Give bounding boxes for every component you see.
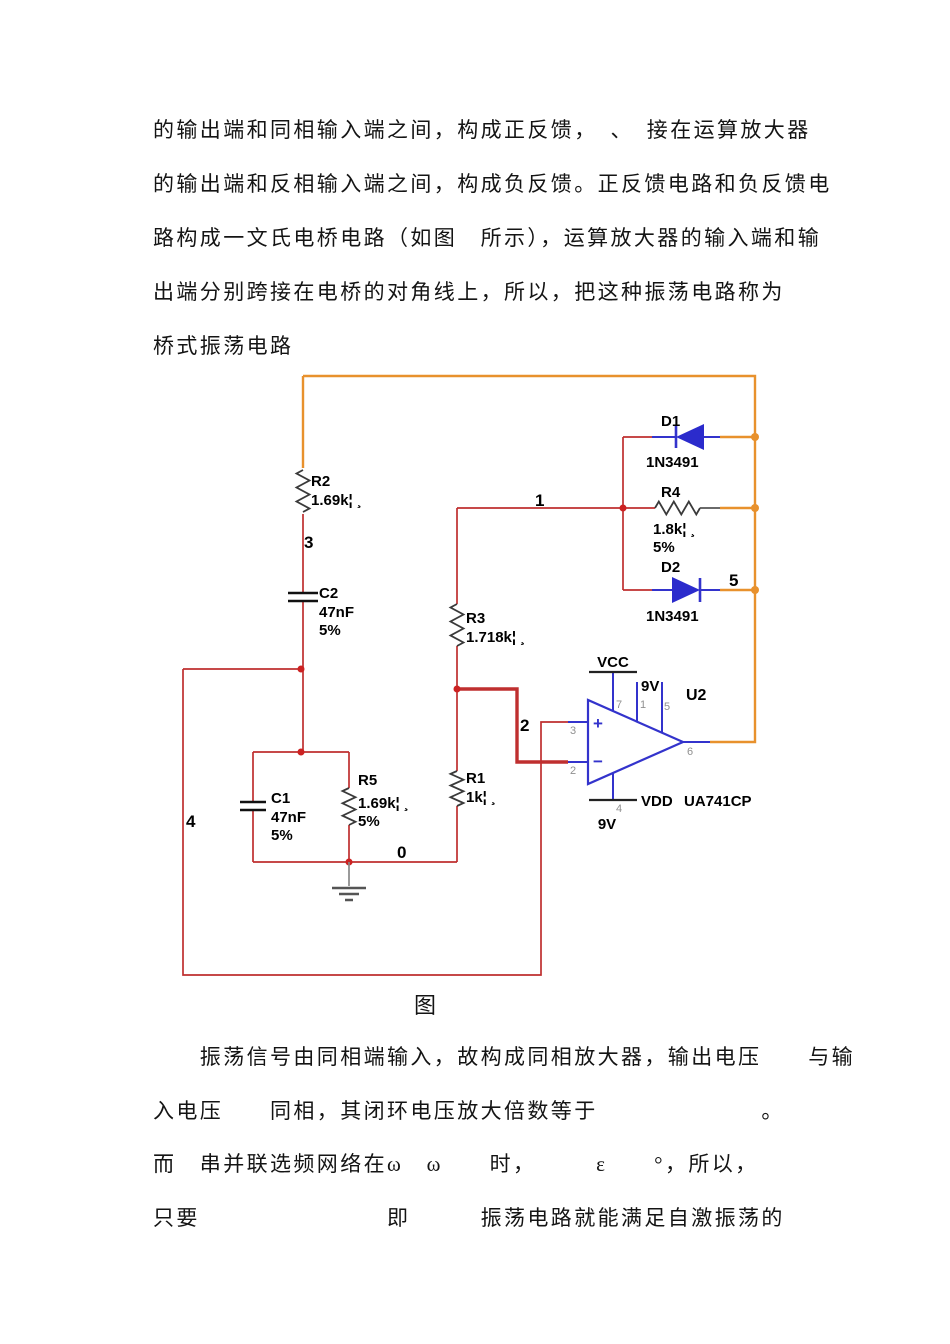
pin-number-4: 4 [616, 803, 622, 815]
opamp-U2: VCC 9V 9V VDD UA741CP U2 + − 7 1 5 3 2 6… [568, 654, 752, 833]
junction-dot [453, 685, 461, 693]
opamp-part-number: UA741CP [684, 793, 752, 810]
text-line: 入电压 同相，其闭环电压放大倍数等于 。 [153, 1098, 785, 1123]
vdd-label: VDD [641, 793, 673, 810]
component-value: 47nF [319, 604, 354, 621]
text-line: 的输出端和同相输入端之间，构成正反馈， 、 接在运算放大器 [153, 118, 811, 142]
component-value: 1.69k¦ ¸ [358, 795, 409, 812]
junction-dot [297, 665, 305, 673]
component-label: C2 [319, 585, 338, 602]
pin-number-3: 3 [570, 725, 576, 737]
component-label: R5 [358, 772, 377, 789]
component-tolerance: 5% [358, 813, 380, 830]
component-label: R3 [466, 610, 485, 627]
inverting-input-sign: − [593, 752, 603, 771]
text-line: 而 串并联选频网络在ω ω 时， ε °，所以， [153, 1152, 759, 1176]
resistor-zigzag [654, 499, 701, 517]
component-value: 47nF [271, 809, 306, 826]
wire-node2-thick [457, 687, 568, 764]
red-junctions [297, 504, 627, 866]
node-label-0: 0 [397, 843, 406, 862]
component-tolerance: 5% [653, 539, 675, 556]
resistor-zigzag [294, 469, 312, 513]
node-label-5: 5 [729, 571, 738, 590]
text-line: 桥式振荡电路 [153, 334, 294, 358]
component-tolerance: 5% [271, 827, 293, 844]
vcc-value: 9V [641, 678, 659, 695]
ground-symbol [332, 862, 366, 902]
junction-dot [297, 748, 305, 756]
node-label-1: 1 [535, 491, 544, 510]
capacitor-C1: C1 47nF 5% [240, 790, 306, 844]
diode-D1: D1 1N3491 [646, 413, 720, 471]
wien-bridge-circuit-schematic: R2 1.69k¦ ¸ 3 C2 47nF 5% R3 1.718k¦ ¸ 1 … [182, 374, 759, 976]
diode-triangle [672, 577, 700, 603]
resistor-R3: R3 1.718k¦ ¸ [448, 603, 525, 647]
component-value: 1.69k¦ ¸ [311, 492, 362, 509]
component-part: 1N3491 [646, 608, 699, 625]
red-net-wires [182, 436, 655, 976]
diode-triangle [676, 424, 704, 450]
opamp-designator: U2 [686, 687, 707, 704]
text-line: 只要 即 振荡电路就能满足自激振荡的 [153, 1205, 785, 1230]
resistor-R5: R5 1.69k¦ ¸ 5% [340, 772, 409, 830]
component-part: 1N3491 [646, 454, 699, 471]
wire-output-loop [303, 374, 757, 744]
node-label-2: 2 [520, 716, 529, 735]
opamp-pins [568, 672, 710, 800]
text-line: 振荡信号由同相端输入，故构成同相放大器，输出电压 与输 [153, 1045, 855, 1069]
capacitor-C2: C2 47nF 5% [288, 585, 354, 639]
component-value: 1k¦ ¸ [466, 789, 496, 806]
component-value: 1.718k¦ ¸ [466, 629, 525, 646]
resistor-zigzag [448, 770, 466, 807]
node-label-4: 4 [186, 812, 196, 831]
pin-number-1: 1 [640, 699, 646, 711]
capacitor-plates [288, 591, 318, 603]
noninverting-input-sign: + [593, 714, 603, 733]
opamp-pin-numbers: 7 1 5 3 2 6 4 [570, 699, 693, 815]
text-line: 路构成一文氏电桥电路（如图 所示），运算放大器的输入端和输 [153, 226, 822, 250]
junction-dot [751, 586, 759, 594]
wire-node4-loop [182, 669, 568, 976]
component-label: C1 [271, 790, 290, 807]
text-line: 的输出端和反相输入端之间，构成负反馈。正反馈电路和负反馈电 [153, 172, 832, 196]
top-paragraph: 的输出端和同相输入端之间，构成正反馈， 、 接在运算放大器 的输出端和反相输入端… [153, 103, 893, 373]
junction-dot [619, 504, 627, 512]
resistor-zigzag [340, 787, 358, 826]
pin-number-6: 6 [687, 746, 693, 758]
vcc-label: VCC [597, 654, 629, 671]
component-label: D1 [661, 413, 680, 430]
component-label: R1 [466, 770, 485, 787]
junction-dot [751, 433, 759, 441]
pin-number-7: 7 [616, 699, 622, 711]
component-label: R2 [311, 473, 330, 490]
resistor-R2: R2 1.69k¦ ¸ [294, 469, 362, 513]
vdd-value: 9V [598, 816, 616, 833]
pin-number-5: 5 [664, 701, 670, 713]
node-label-3: 3 [304, 533, 313, 552]
pin-number-2: 2 [570, 765, 576, 777]
junction-dot [751, 504, 759, 512]
orange-feedback-wires [301, 374, 757, 744]
figure-caption: 图 [413, 993, 436, 1018]
orange-junctions [751, 433, 759, 594]
diode-D2: D2 1N3491 [646, 559, 720, 625]
bottom-paragraph: 振荡信号由同相端输入，故构成同相放大器，输出电压 与输 入电压 同相，其闭环电压… [153, 1031, 893, 1245]
component-value: 1.8k¦ ¸ [653, 521, 696, 538]
ground-bars [332, 886, 366, 902]
component-label: R4 [661, 484, 681, 501]
opamp-triangle [586, 698, 686, 786]
resistor-R4: R4 1.8k¦ ¸ 5% [653, 484, 720, 556]
text-line: 出端分别跨接在电桥的对角线上，所以，把这种振荡电路称为 [153, 280, 785, 304]
capacitor-plates [240, 800, 266, 812]
resistor-zigzag [448, 603, 466, 647]
component-label: D2 [661, 559, 680, 576]
component-tolerance: 5% [319, 622, 341, 639]
resistor-R1: R1 1k¦ ¸ [448, 770, 496, 807]
